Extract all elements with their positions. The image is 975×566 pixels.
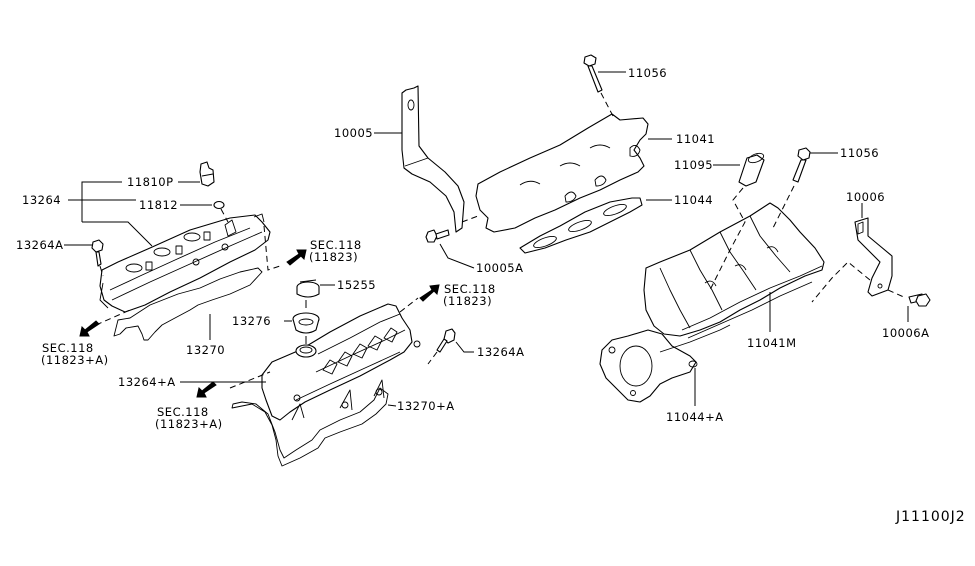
- rocker-cover-gasket-left[interactable]: [113, 267, 263, 341]
- plug-11095[interactable]: [738, 152, 765, 187]
- head-bolt-11056-top[interactable]: [583, 54, 603, 93]
- rocker-cover-gasket-right[interactable]: [231, 387, 389, 467]
- sec-ref-left-cover-line2[interactable]: (11823+A): [41, 353, 109, 367]
- bolt-13264A-right[interactable]: [436, 328, 456, 353]
- seal-ring-11812[interactable]: [213, 200, 225, 210]
- sec-ref-lower-cover-line1[interactable]: SEC.118: [444, 282, 496, 296]
- bolt-10006A[interactable]: [908, 293, 931, 307]
- bracket-10006[interactable]: [854, 217, 893, 297]
- label-13270[interactable]: 13270: [186, 343, 225, 357]
- sec-arrow-upper-right: [286, 249, 307, 266]
- label-10005A[interactable]: 10005A: [476, 261, 523, 275]
- label-10005[interactable]: 10005: [334, 126, 373, 140]
- label-11041M[interactable]: 11041M: [747, 336, 797, 350]
- label-13264[interactable]: 13264: [22, 193, 61, 207]
- sec-ref-lower-left-line1[interactable]: SEC.118: [157, 405, 209, 419]
- label-13276[interactable]: 13276: [232, 314, 271, 328]
- label-11041[interactable]: 11041: [676, 132, 715, 146]
- rocker-cover-right[interactable]: [261, 303, 421, 421]
- label-10006[interactable]: 10006: [846, 190, 885, 204]
- label-11044[interactable]: 11044: [674, 193, 713, 207]
- figure-code: J11100J2: [895, 509, 966, 525]
- cylinder-head-11041M[interactable]: [643, 202, 825, 339]
- head-bolt-11056-right[interactable]: [792, 147, 811, 183]
- label-11812[interactable]: 11812: [139, 198, 178, 212]
- label-11044plusA[interactable]: 11044+A: [666, 410, 724, 424]
- sec-ref-upper-right-line1[interactable]: SEC.118: [310, 238, 362, 252]
- label-13264A-left[interactable]: 13264A: [16, 238, 63, 252]
- sec-arrow-lower-left: [196, 381, 217, 398]
- sec-ref-upper-right-line2[interactable]: (11823): [309, 250, 358, 264]
- label-11056-top[interactable]: 11056: [628, 66, 667, 80]
- head-gasket-11044plusA[interactable]: [599, 324, 731, 403]
- bolt-13264A-left[interactable]: [91, 239, 104, 267]
- sec-ref-lower-cover-line2[interactable]: (11823): [443, 294, 492, 308]
- label-13270plusA[interactable]: 13270+A: [397, 399, 455, 413]
- label-13264plusA[interactable]: 13264+A: [118, 375, 176, 389]
- sec-arrow-lower-cover: [419, 284, 440, 302]
- sec-ref-left-cover-line1[interactable]: SEC.118: [42, 341, 94, 355]
- label-11056-right[interactable]: 11056: [840, 146, 879, 160]
- bracket-10005[interactable]: [401, 85, 465, 233]
- cylinder-head-11041[interactable]: [475, 113, 649, 233]
- label-15255[interactable]: 15255: [337, 278, 376, 292]
- label-13264A-right[interactable]: 13264A: [477, 345, 524, 359]
- label-10006A[interactable]: 10006A: [882, 326, 929, 340]
- head-gasket-11044[interactable]: [519, 197, 643, 254]
- label-11095[interactable]: 11095: [674, 158, 713, 172]
- bolt-10005A[interactable]: [425, 229, 450, 243]
- label-11810P[interactable]: 11810P: [127, 175, 174, 189]
- sec-arrow-left-cover: [79, 320, 100, 337]
- rocker-cover-left[interactable]: [99, 213, 271, 313]
- filler-seal-13276[interactable]: [292, 312, 320, 334]
- pcv-valve-11810P[interactable]: [199, 161, 215, 187]
- oil-filler-cap-15255[interactable]: [296, 279, 320, 298]
- sec-ref-lower-left-line2[interactable]: (11823+A): [155, 417, 223, 431]
